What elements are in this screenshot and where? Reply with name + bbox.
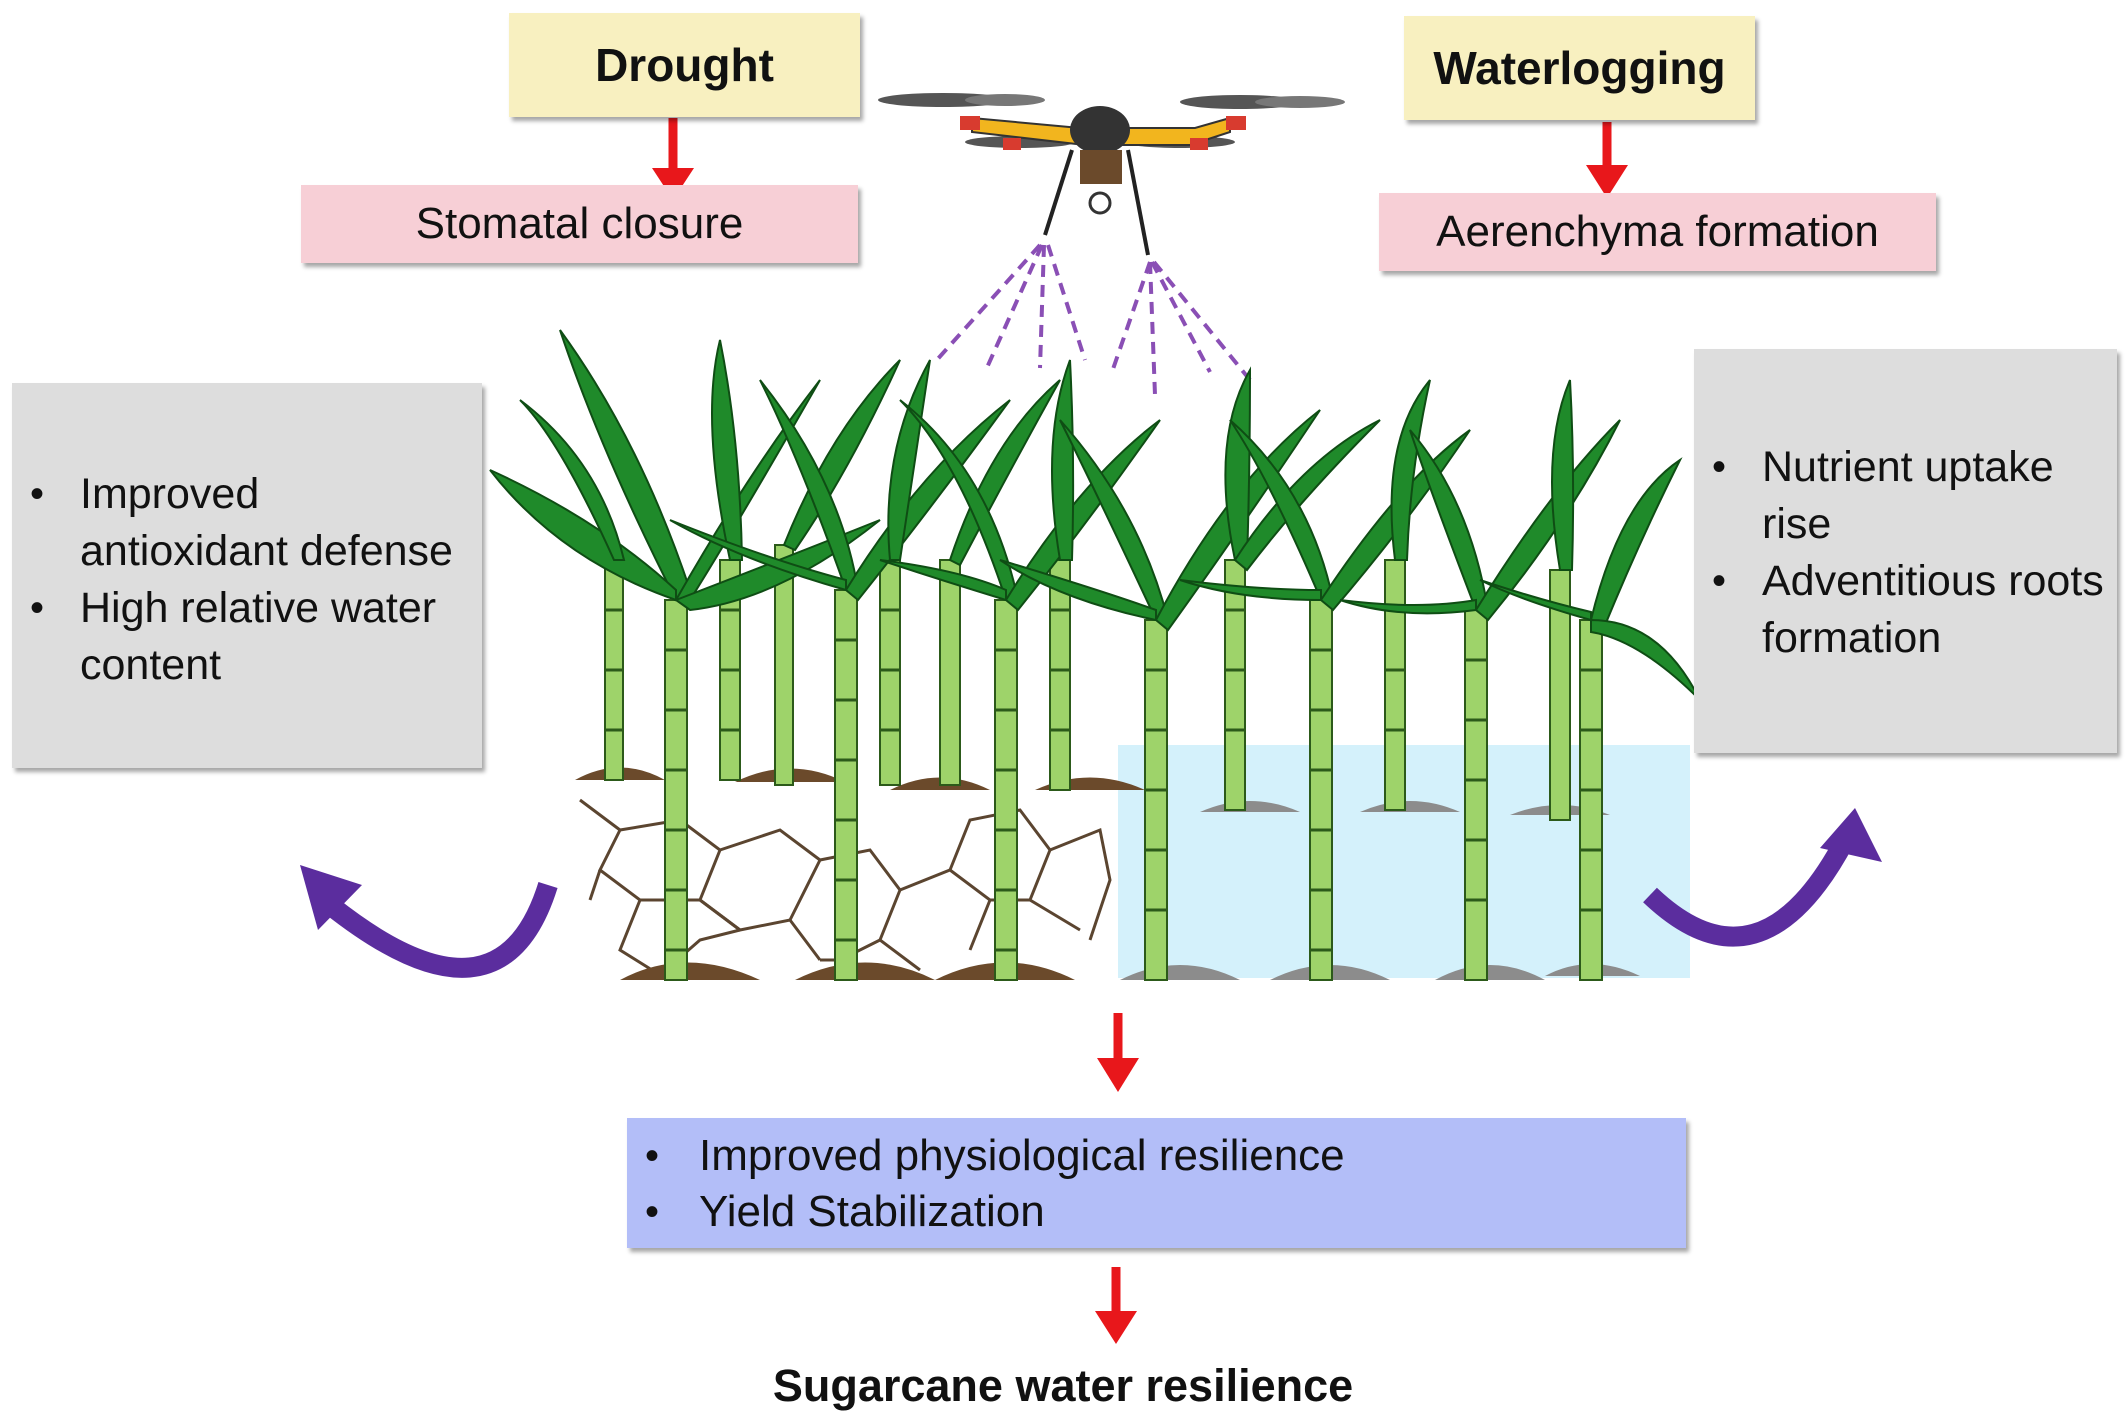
drought-arrow <box>652 118 694 200</box>
waterlogging-effect-label: Aerenchyma formation <box>1436 207 1879 256</box>
waterlogging-response-arrow <box>1643 808 1882 947</box>
drought-effect-label: Stomatal closure <box>415 199 744 248</box>
outcome-arrow <box>1097 1013 1139 1092</box>
spray-lines <box>933 243 1252 396</box>
drone-icon <box>878 93 1345 256</box>
drought-response-2: High relative water content <box>12 580 472 694</box>
waterlogging-box: Waterlogging <box>1404 16 1755 120</box>
soil-mounds <box>575 767 1640 980</box>
drought-box: Drought <box>509 13 860 117</box>
drought-response-list: Improved antioxidant defense High relati… <box>12 466 472 694</box>
waterlogging-response-2: Adventitious roots formation <box>1694 553 2107 667</box>
drought-effect-box: Stomatal closure <box>301 185 858 263</box>
waterlogging-effect-box: Aerenchyma formation <box>1379 193 1936 271</box>
outcome-box: Improved physiological resilience Yield … <box>627 1118 1686 1248</box>
outcome-list: Improved physiological resilience Yield … <box>627 1128 1686 1240</box>
drought-response-1: Improved antioxidant defense <box>12 466 472 580</box>
waterlogging-response-box: Nutrient uptake rise Adventitious roots … <box>1694 349 2117 753</box>
waterlogging-title: Waterlogging <box>1433 42 1726 94</box>
sugarcane-leaves <box>489 329 1701 701</box>
drought-response-arrow <box>300 865 558 978</box>
drought-response-box: Improved antioxidant defense High relati… <box>12 383 482 768</box>
final-label: Sugarcane water resilience <box>772 1360 1354 1411</box>
final-arrow <box>1095 1267 1137 1344</box>
drought-title: Drought <box>595 39 774 91</box>
outcome-2: Yield Stabilization <box>627 1184 1686 1240</box>
waterlogging-arrow <box>1586 122 1628 198</box>
outcome-1: Improved physiological resilience <box>627 1128 1686 1184</box>
waterlogging-response-1: Nutrient uptake rise <box>1694 439 2107 553</box>
waterlogging-response-list: Nutrient uptake rise Adventitious roots … <box>1694 439 2107 667</box>
